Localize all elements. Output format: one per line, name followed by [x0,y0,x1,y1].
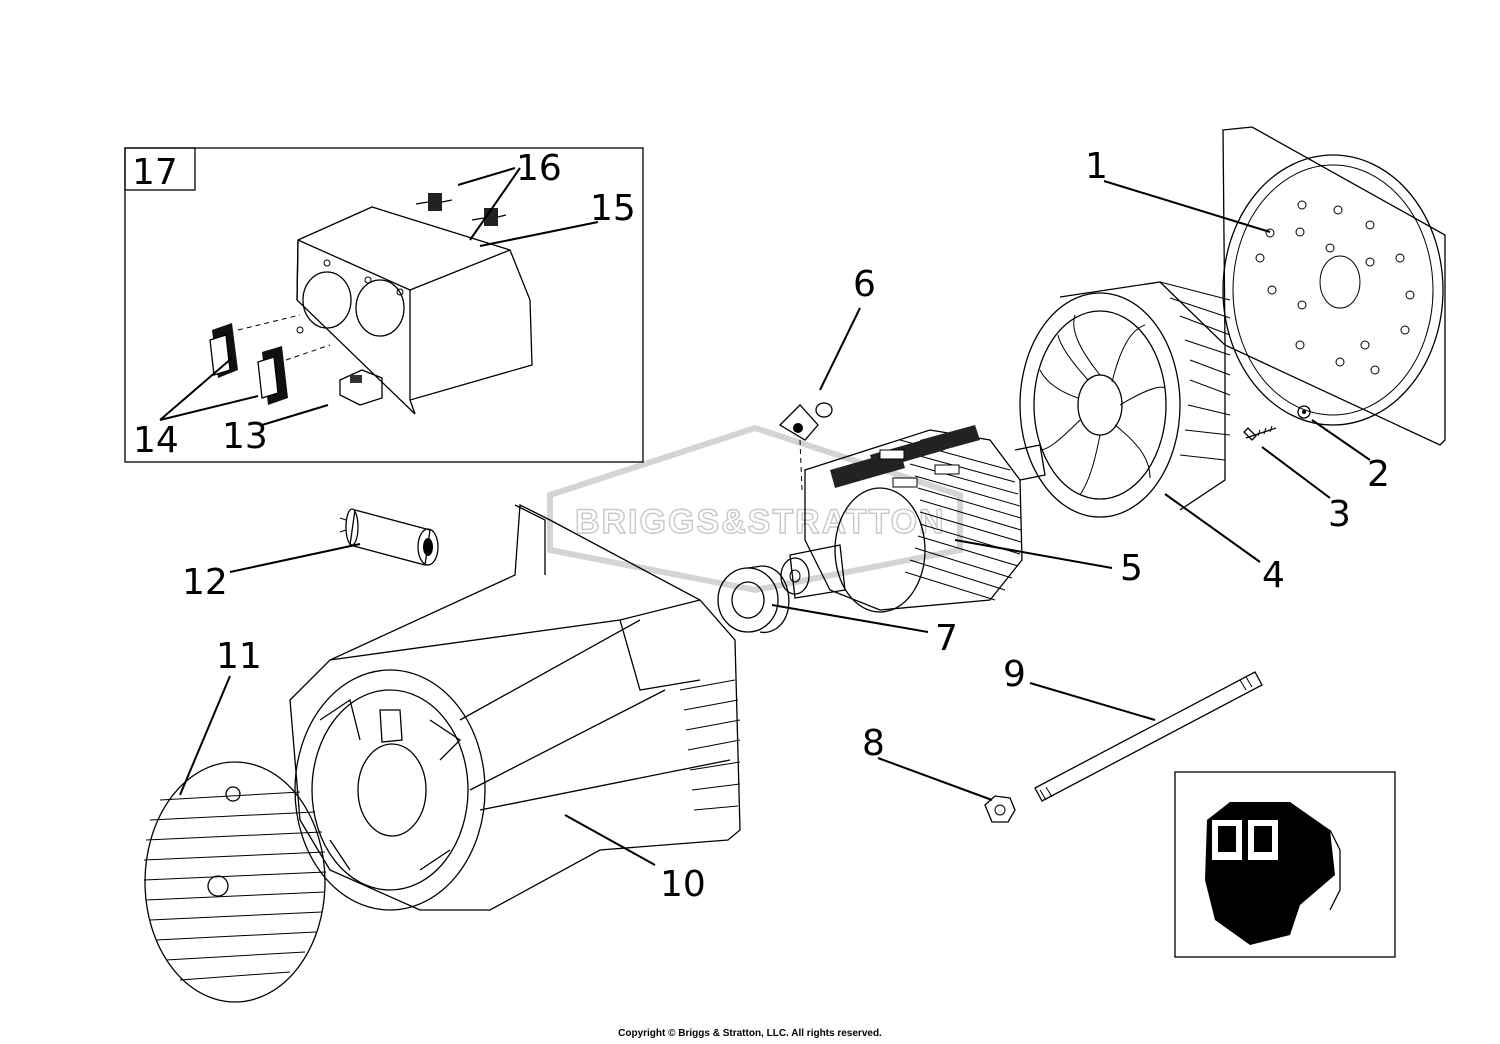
part-3-screw [1243,425,1277,441]
control-panel-housing [296,206,533,415]
watermark-text: BRIGGS&STRATTON [575,503,946,541]
briggs-stratton-watermark: BRIGGS&STRATTON [547,424,963,594]
callout-16: 16 [516,148,562,189]
callout-4: 4 [1262,555,1285,596]
part-10-stator-housing [289,503,741,911]
callout-10: 10 [660,864,706,905]
callout-12: 12 [182,562,228,603]
mounting-bracket [339,369,383,406]
copyright-notice: Copyright © Briggs & Stratton, LLC. All … [618,1028,882,1039]
callout-15: 15 [590,188,636,229]
callout-14: 14 [133,420,179,461]
part-2-washer [1297,405,1311,419]
callout-7: 7 [935,618,958,659]
part-8-nut [984,795,1016,823]
outlet-cover-2 [257,346,288,405]
callout-3: 3 [1328,494,1351,535]
callout-11: 11 [216,636,262,677]
part-9-through-bolt [1034,671,1263,802]
kit-number-label: 17 [132,152,178,193]
part-12-capacitor [339,508,439,566]
outlet-cover-1 [209,323,238,378]
leader-lines [179,180,1371,866]
part-1-adapter-plate [1222,126,1446,446]
callout-2: 2 [1367,454,1390,495]
callout-8: 8 [862,723,885,764]
part-6-clip [778,402,833,491]
part-11-end-grille [143,761,327,1003]
part-4-fan [1019,281,1231,518]
part-7-bearing [717,565,790,634]
toggle-switch-2 [471,208,507,226]
callout-9: 9 [1003,654,1026,695]
part-5-rotor [780,425,1046,613]
callout-1: 1 [1085,146,1108,187]
control-panel-kit-box: 17 [124,147,644,463]
callout-5: 5 [1120,548,1143,589]
callout-6: 6 [853,264,876,305]
callout-13: 13 [222,416,268,457]
generator-thumbnail-inset [1174,771,1396,958]
toggle-switch-1 [415,193,453,211]
callout-labels: 1 2 3 4 5 6 7 8 9 10 11 12 13 14 15 16 [133,146,1390,905]
